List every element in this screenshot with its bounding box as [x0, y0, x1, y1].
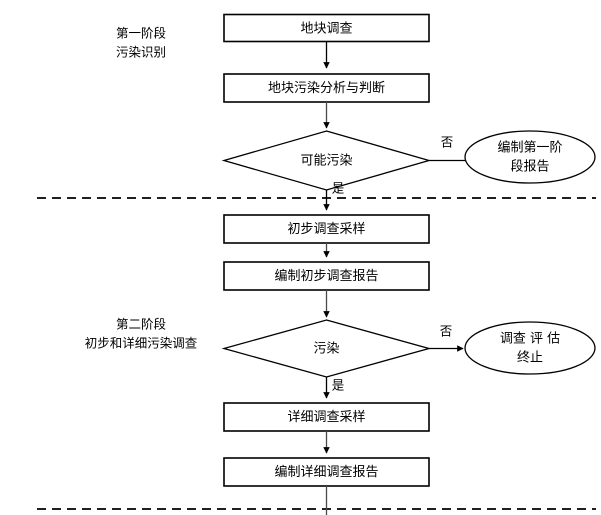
- stage-2-label-line1: 第二阶段: [116, 317, 166, 332]
- stage-1-label-line2: 污染识别: [116, 45, 166, 60]
- edge-label-d2-yes: 是: [332, 378, 345, 393]
- process-node-land-survey-label: 地块调查: [300, 22, 352, 37]
- terminal-node-assessment-stop[interactable]: [464, 321, 596, 375]
- process-node-detailed-report[interactable]: [223, 457, 430, 487]
- terminal-node-assessment-stop-line1: 调查 评 估: [500, 332, 560, 347]
- terminal-node-assessment-stop-line2: 终止: [517, 350, 543, 366]
- edge-label-d2-no: 否: [440, 324, 453, 339]
- process-node-detailed-report-label: 编制详细调查报告: [274, 465, 378, 480]
- process-node-preliminary-sampling-label: 初步调查采样: [287, 222, 365, 237]
- stage-2-label-line2: 初步和详细污染调查: [85, 336, 198, 351]
- terminal-node-phase1-report[interactable]: [464, 130, 596, 184]
- process-node-preliminary-report-label: 编制初步调查报告: [274, 269, 378, 284]
- terminal-node-phase1-report-line2: 段报告: [510, 160, 549, 175]
- edge-label-d1-yes: 是: [332, 181, 345, 196]
- process-node-detailed-sampling-label: 详细调查采样: [287, 410, 365, 425]
- process-node-detailed-sampling[interactable]: [223, 402, 430, 432]
- process-node-preliminary-sampling[interactable]: [223, 214, 430, 244]
- terminal-node-phase1-report-line1: 编制第一阶: [497, 141, 562, 156]
- stage-1-label-line1: 第一阶段: [116, 26, 166, 41]
- process-node-pollution-analysis[interactable]: [223, 73, 430, 103]
- edge-label-d1-no: 否: [441, 135, 454, 150]
- decision-node-pollution-label: 污染: [313, 342, 339, 357]
- decision-node-possible-pollution-label: 可能污染: [300, 154, 352, 169]
- process-node-pollution-analysis-label: 地块污染分析与判断: [268, 81, 385, 96]
